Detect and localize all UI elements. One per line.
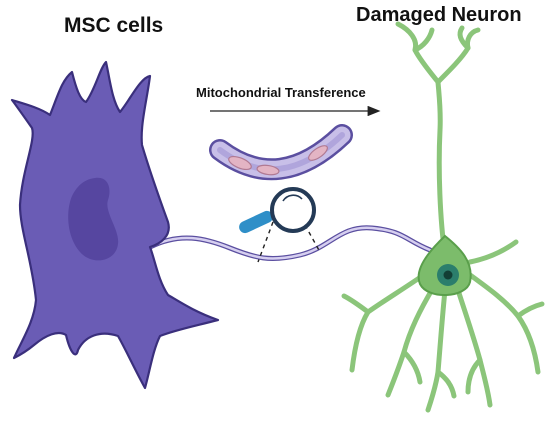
tunneling-nanotube-inner bbox=[148, 226, 432, 260]
neuron-dendrite bbox=[401, 349, 423, 385]
msc-nucleus bbox=[68, 177, 119, 261]
neuron-dendrite bbox=[435, 27, 481, 85]
damaged-neuron-label: Damaged Neuron bbox=[356, 4, 522, 26]
tunneling-nanotube-icon bbox=[209, 124, 353, 181]
neuron-dendrite bbox=[435, 369, 457, 399]
mitochondrion-icon bbox=[256, 164, 280, 176]
msc-cell-body bbox=[10, 60, 220, 390]
msc-cell-icon bbox=[10, 60, 220, 390]
neuron-dendrite bbox=[515, 301, 545, 319]
neuron-dendrite bbox=[455, 287, 493, 408]
mitochondrion-icon bbox=[308, 145, 328, 161]
neuron-dendrite bbox=[385, 285, 436, 398]
neuron-dendrite bbox=[465, 357, 483, 395]
neuron-dendrite bbox=[412, 27, 435, 53]
msc-label: MSC cells bbox=[64, 14, 164, 37]
neuron-icon bbox=[341, 21, 545, 413]
mitochondrion-icon bbox=[228, 155, 252, 171]
magnifier-lens bbox=[270, 187, 316, 233]
neuron-dendrite bbox=[425, 287, 448, 413]
magnifier-handle bbox=[239, 210, 273, 234]
neuron-dendrite bbox=[457, 25, 471, 51]
mitochondrial-transference-label: Mitochondrial Transference bbox=[196, 85, 366, 100]
neuron-nucleolus bbox=[443, 270, 453, 280]
magnifier-icon bbox=[239, 187, 321, 263]
neuron-dendrite bbox=[341, 293, 371, 315]
neuron-dendrite bbox=[467, 239, 519, 265]
neuron-dendrite bbox=[435, 79, 448, 258]
